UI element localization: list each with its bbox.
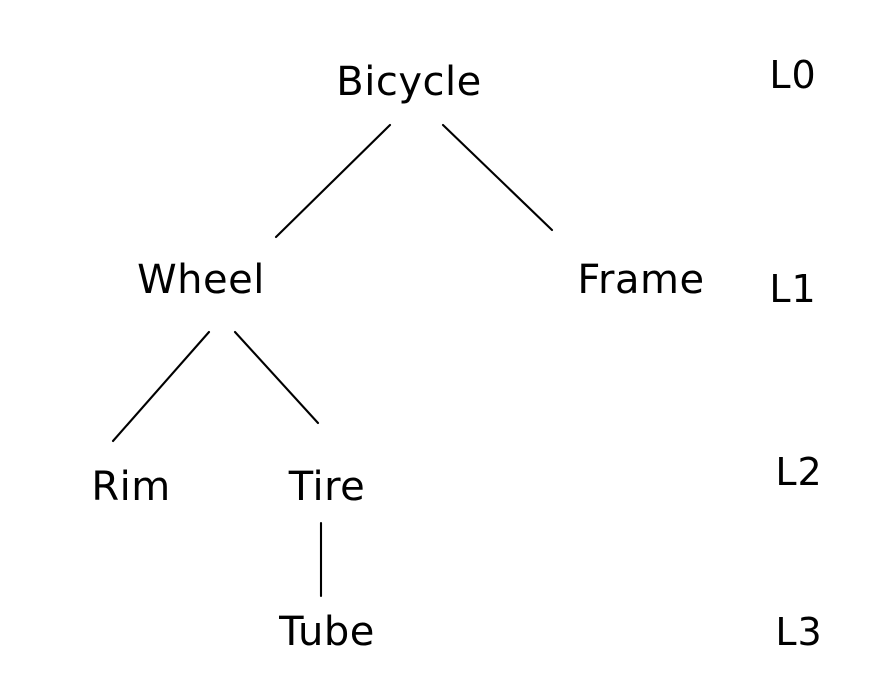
node-tire[interactable]: Tire	[288, 464, 366, 510]
level-label-l3: L3	[775, 610, 823, 654]
edge-bicycle-frame	[441, 123, 554, 232]
level-label-l2: L2	[775, 450, 823, 494]
level-label-l1: L1	[769, 267, 817, 311]
level-label-l0: L0	[769, 53, 817, 97]
edge-bicycle-wheel	[274, 123, 392, 239]
node-tube[interactable]: Tube	[279, 609, 375, 655]
node-wheel[interactable]: Wheel	[137, 257, 265, 303]
node-frame[interactable]: Frame	[577, 257, 705, 303]
node-bicycle[interactable]: Bicycle	[336, 59, 482, 105]
edge-wheel-tire	[233, 330, 320, 425]
node-rim[interactable]: Rim	[91, 464, 171, 510]
edge-wheel-rim	[111, 330, 211, 443]
